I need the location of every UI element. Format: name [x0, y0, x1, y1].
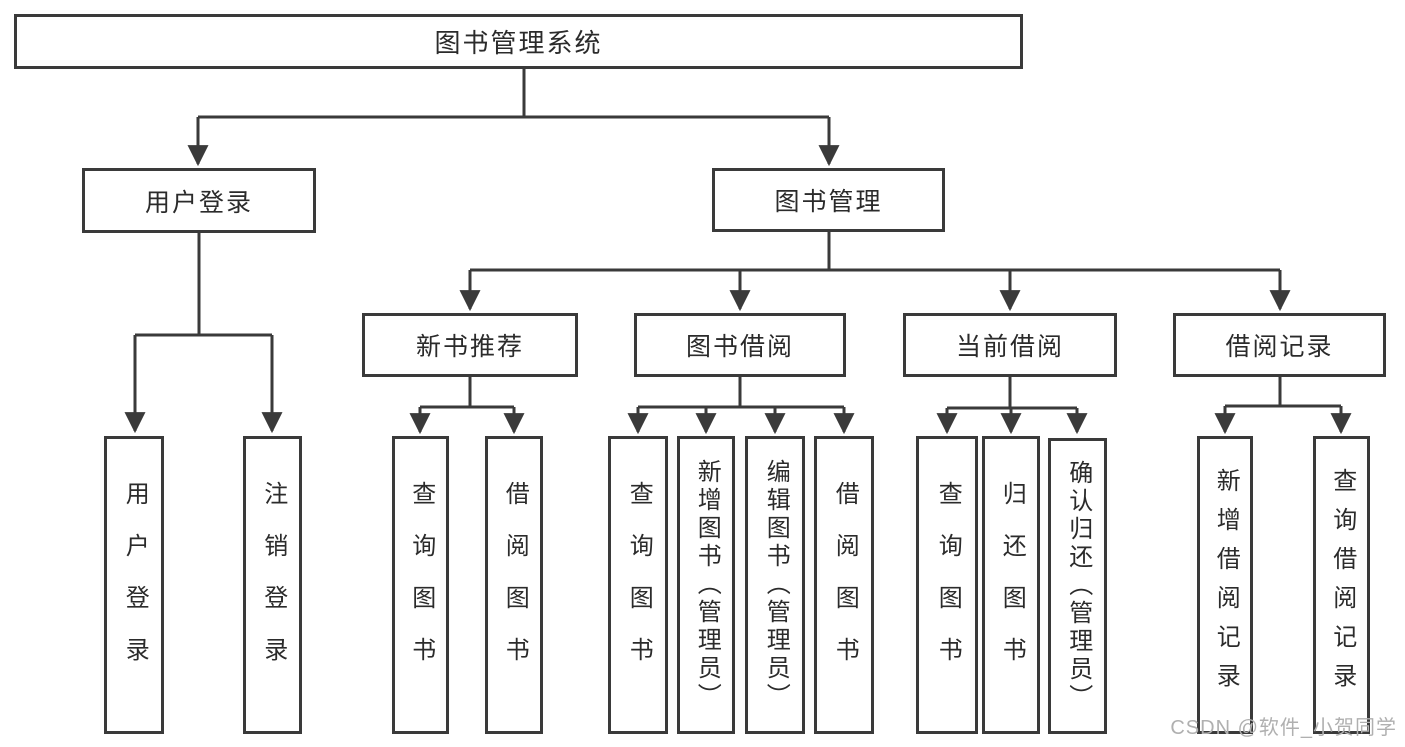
- leaf-borrow-books-2: 借阅图书: [814, 436, 874, 734]
- leaf-query-books-2: 查询图书: [608, 436, 668, 734]
- leaf-query-books-1: 查询图书: [392, 436, 449, 734]
- leaf-edit-book-admin: 编辑图书（管理员）: [745, 436, 805, 734]
- node-root: 图书管理系统: [14, 14, 1023, 69]
- leaf-user-login: 用户登录: [104, 436, 164, 734]
- leaf-borrow-books-1: 借阅图书: [485, 436, 543, 734]
- leaf-add-book-admin: 新增图书（管理员）: [677, 436, 735, 734]
- node-book-borrow: 图书借阅: [634, 313, 846, 377]
- connector-book-mgmt-split: [470, 232, 1280, 272]
- connector-new-book-split: [420, 377, 514, 409]
- node-book-management: 图书管理: [712, 168, 945, 232]
- node-user-login: 用户登录: [82, 168, 316, 233]
- connector-root-split: [198, 69, 829, 119]
- watermark: CSDN @软件_小贺同学: [1170, 717, 1397, 739]
- leaf-query-borrow-record: 查询借阅记录: [1313, 436, 1370, 734]
- connector-user-login-split: [135, 233, 272, 337]
- leaf-confirm-return-admin: 确认归还（管理员）: [1048, 438, 1107, 734]
- node-new-book-recommend: 新书推荐: [362, 313, 578, 377]
- leaf-return-books: 归还图书: [982, 436, 1040, 734]
- node-borrow-records: 借阅记录: [1173, 313, 1386, 377]
- leaf-logout: 注销登录: [243, 436, 302, 734]
- leaf-add-borrow-record: 新增借阅记录: [1197, 436, 1253, 734]
- connector-book-borrow-split: [638, 377, 844, 409]
- leaf-query-books-3: 查询图书: [916, 436, 978, 734]
- connector-current-borrow-split: [947, 377, 1077, 410]
- node-current-borrow: 当前借阅: [903, 313, 1117, 377]
- connector-borrow-record-split: [1225, 377, 1341, 408]
